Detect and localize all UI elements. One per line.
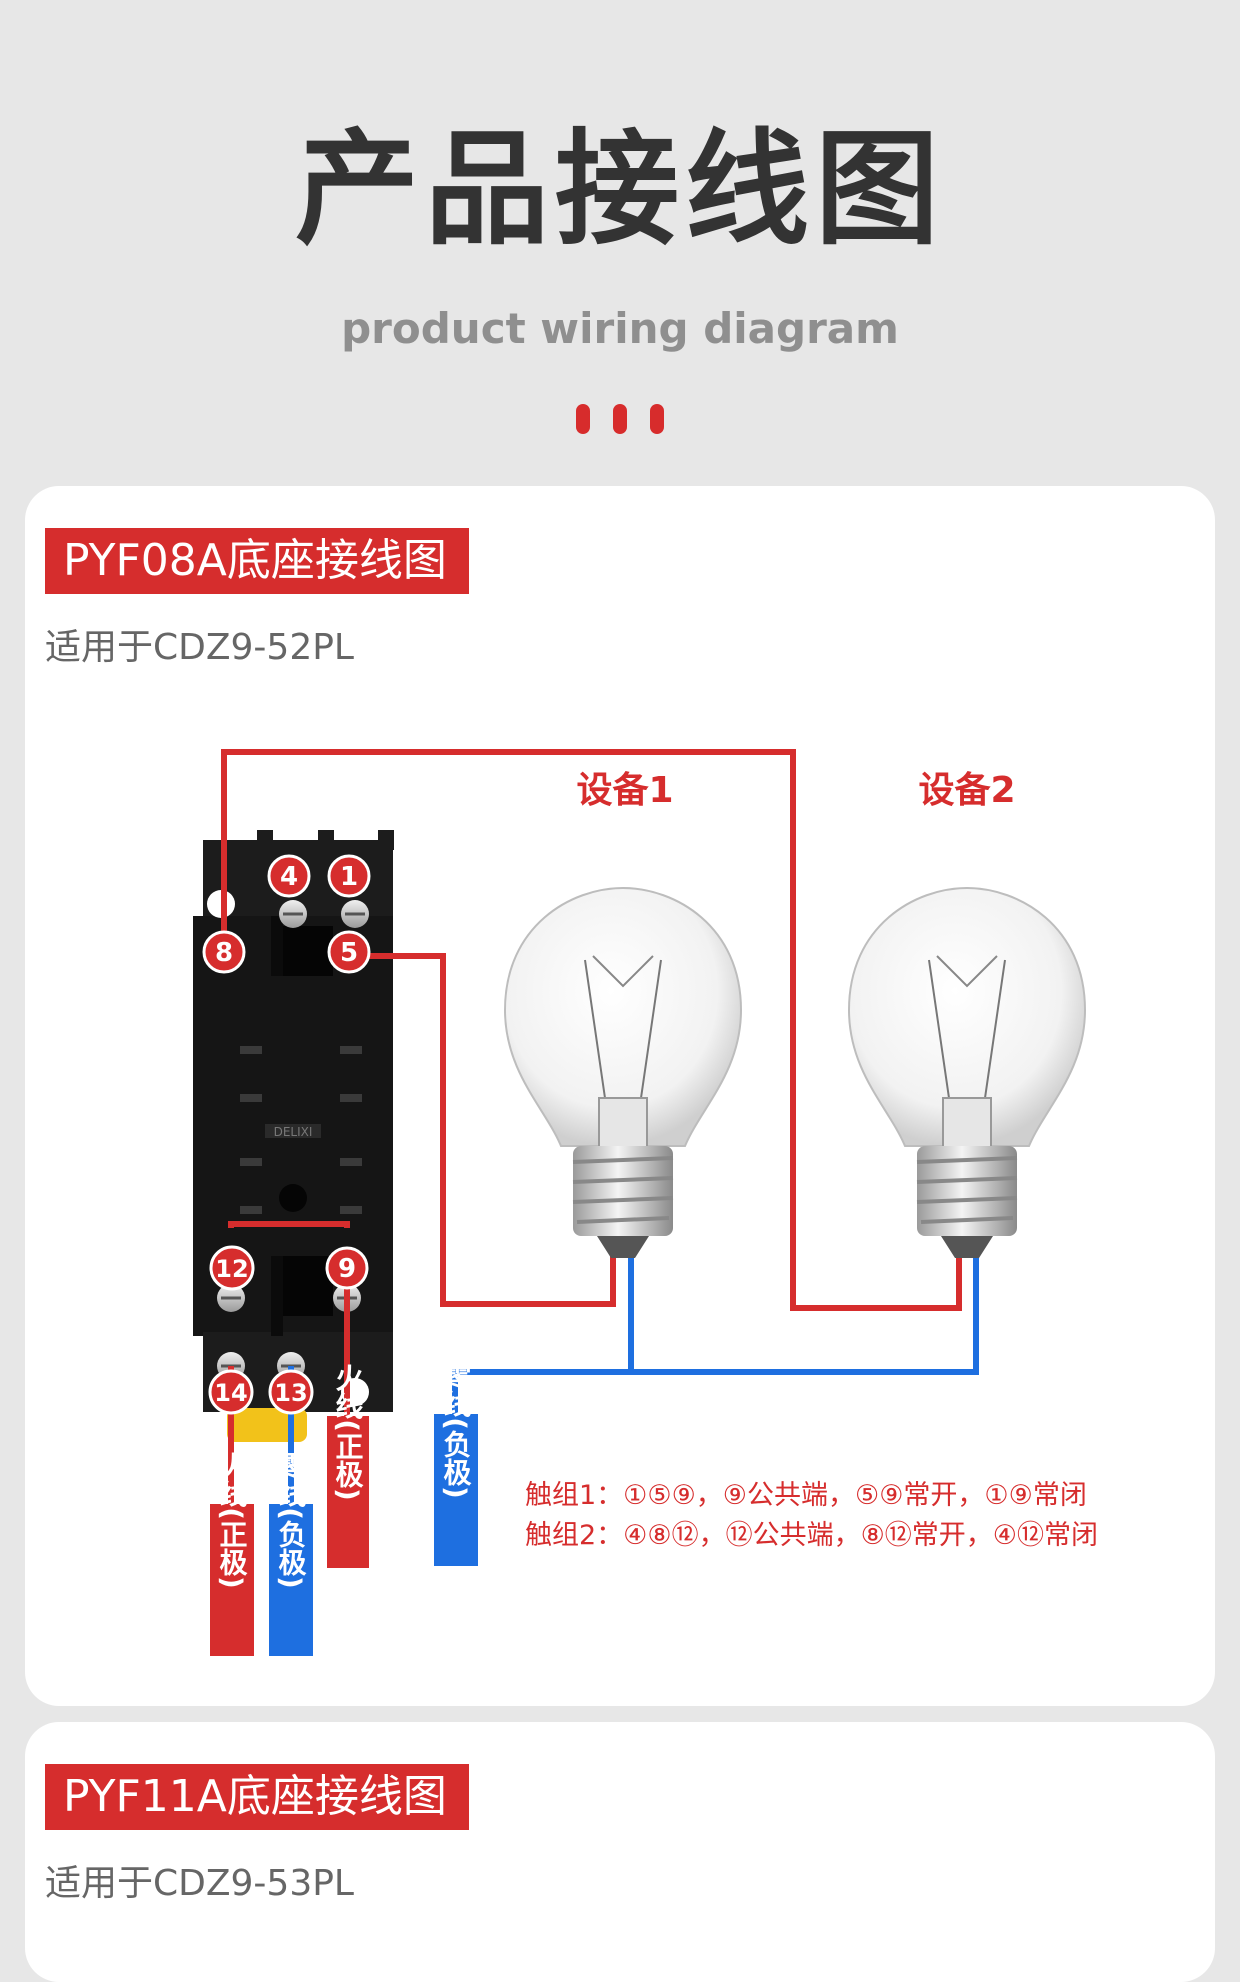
terminal-5-badge: 5 xyxy=(327,930,371,974)
neutral-side xyxy=(452,1369,631,1418)
svg-text:1: 1 xyxy=(340,862,358,892)
page-title: 产品接线图 xyxy=(294,118,945,262)
terminal-12-badge: 12 xyxy=(209,1245,255,1291)
terminal-1-badge: 1 xyxy=(327,854,371,898)
svg-text:13: 13 xyxy=(274,1379,307,1407)
svg-text:8: 8 xyxy=(215,938,233,968)
terminal-badges: 4 1 8 5 12 9 1 xyxy=(202,854,371,1415)
terminal-4-badge: 4 xyxy=(267,854,311,898)
terminal-13-badge: 13 xyxy=(268,1369,314,1415)
wire-label-neutral-side: 零线(负极) xyxy=(434,1361,478,1566)
section-tag: PYF11A底座接线图 xyxy=(45,1764,469,1830)
svg-text:火线(正极): 火线(正极) xyxy=(332,1363,365,1501)
svg-text:9: 9 xyxy=(338,1254,356,1284)
wiring-card-pyf11a: PYF11A底座接线图 适用于CDZ9-53PL xyxy=(25,1722,1215,1982)
svg-text:零线(负极): 零线(负极) xyxy=(275,1451,308,1589)
dot-1 xyxy=(576,404,590,434)
bridge-12-9 xyxy=(228,1221,350,1228)
device-2-label: 设备2 xyxy=(918,770,1015,811)
bulb-device-1 xyxy=(503,886,743,1258)
live-wires xyxy=(221,749,962,1506)
page-subtitle: product wiring diagram xyxy=(341,304,899,353)
section-tag: PYF08A底座接线图 xyxy=(45,528,469,594)
svg-text:14: 14 xyxy=(214,1379,247,1407)
wire-8-to-device-2 xyxy=(221,749,962,1311)
svg-text:火线(正极): 火线(正极) xyxy=(216,1451,249,1589)
svg-text:4: 4 xyxy=(280,862,298,892)
wire-label-neutral-bottom: 零线(负极) xyxy=(269,1451,313,1656)
wiring-card-pyf08a: PYF08A底座接线图 适用于CDZ9-52PL xyxy=(25,486,1215,1706)
wire-5-to-device-1 xyxy=(347,953,616,1307)
page-header: 产品接线图 product wiring diagram xyxy=(0,0,1240,470)
wire-label-live-top: 火线(正极) xyxy=(327,1363,369,1568)
bulb-device-2 xyxy=(847,886,1087,1258)
terminal-14-badge: 14 xyxy=(208,1369,254,1415)
svg-text:5: 5 xyxy=(340,938,358,968)
contact-group-note-2: 触组2：④⑧⑫，⑫公共端，⑧⑫常开，④⑫常闭 xyxy=(525,1520,1098,1551)
applies-to-text: 适用于CDZ9-53PL xyxy=(45,1863,354,1904)
terminal-8-badge: 8 xyxy=(202,930,246,974)
dot-2 xyxy=(613,404,627,434)
socket-brand: DELIXI xyxy=(274,1125,313,1139)
contact-group-note-1: 触组1：①⑤⑨，⑨公共端，⑤⑨常开，①⑨常闭 xyxy=(525,1480,1087,1511)
wiring-diagram: DELIXI xyxy=(193,749,1098,1656)
neutral-wires xyxy=(288,1256,979,1506)
terminal-9-badge: 9 xyxy=(325,1246,369,1290)
din-clip xyxy=(227,1408,307,1442)
wire-label-live-bottom: 火线(正极) xyxy=(210,1451,254,1656)
device-1-label: 设备1 xyxy=(576,770,673,811)
applies-to-text: 适用于CDZ9-52PL xyxy=(45,627,354,668)
neutral-devices xyxy=(628,1256,979,1375)
dot-3 xyxy=(650,404,664,434)
svg-text:零线(负极): 零线(负极) xyxy=(440,1361,473,1499)
decorative-dots xyxy=(576,404,666,434)
svg-text:12: 12 xyxy=(215,1255,248,1283)
